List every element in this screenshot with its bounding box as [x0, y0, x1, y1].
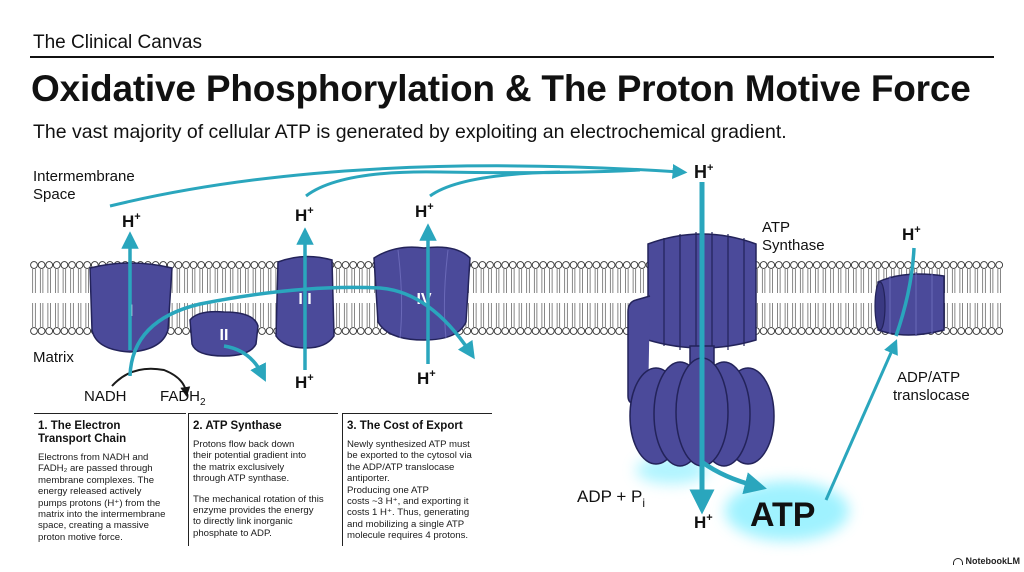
page-subtitle: The vast majority of cellular ATP is gen…	[33, 121, 787, 143]
adp-pi-label: ADP + Pi	[577, 487, 645, 510]
proton-arrows	[109, 164, 916, 515]
proton-label-synthase-top: H+	[694, 162, 713, 182]
brand-name: The Clinical Canvas	[33, 32, 202, 53]
proton-label-complex-iii-top: H+	[295, 205, 314, 225]
page-title: Oxidative Phosphorylation & The Proton M…	[31, 68, 971, 109]
matrix-label: Matrix	[33, 349, 74, 366]
atp-synthase-label-line2: Synthase	[762, 237, 825, 254]
adp-atp-translocase	[874, 272, 945, 336]
complex-ii: II	[189, 310, 259, 357]
panel-title: 1. The Electron Transport Chain	[38, 420, 127, 445]
panel-text: The mechanical rotation of this enzyme p…	[193, 493, 324, 539]
complex-iv: IV	[373, 246, 471, 341]
notebooklm-logo-icon	[952, 558, 963, 565]
credit-text: NotebookLM	[965, 556, 1021, 566]
proton-label-complex-i: H+	[122, 211, 141, 231]
header-rule	[30, 56, 994, 58]
proton-label-complex-iv-bottom: H+	[417, 368, 436, 388]
electron-flow-arrows	[111, 367, 191, 397]
panel-title: 3. The Cost of Export	[347, 420, 463, 432]
panel-text: Electrons from NADH and FADH₂ are passed…	[38, 452, 166, 543]
panel-text: Newly synthesized ATP must be exported t…	[347, 439, 472, 542]
proton-label-complex-iv-top: H+	[415, 201, 434, 221]
proton-label-translocase: H+	[902, 224, 921, 244]
info-panel-atp-synthase: 2. ATP Synthase Protons flow back down t…	[188, 413, 338, 546]
inner-mitochondrial-membrane	[30, 261, 1004, 335]
fadh2-label: FADH2	[160, 388, 206, 408]
atp-glow	[725, 481, 849, 541]
info-panel-electron-transport: 1. The Electron Transport Chain Electron…	[34, 413, 186, 546]
atp-product-label: ATP	[750, 496, 815, 534]
translocase-label-line2: translocase	[893, 387, 970, 404]
intermembrane-label-line2: Space	[33, 186, 76, 203]
atp-synthase-label-line1: ATP	[762, 219, 790, 236]
panel-title: 2. ATP Synthase	[193, 420, 282, 432]
intermembrane-label-line1: Intermembrane	[33, 168, 135, 185]
info-panel-cost-of-export: 3. The Cost of Export Newly synthesized …	[342, 413, 492, 546]
panel-text: Protons flow back down their potential g…	[193, 439, 307, 485]
credit-notebooklm: NotebookLM	[952, 556, 1021, 566]
proton-label-complex-iii-bottom: H+	[295, 372, 314, 392]
nadh-label: NADH	[84, 388, 127, 405]
translocase-label-line1: ADP/ATP	[897, 369, 960, 386]
proton-label-synthase-bottom: H+	[694, 512, 713, 532]
complex-ii-label: II	[220, 327, 229, 344]
